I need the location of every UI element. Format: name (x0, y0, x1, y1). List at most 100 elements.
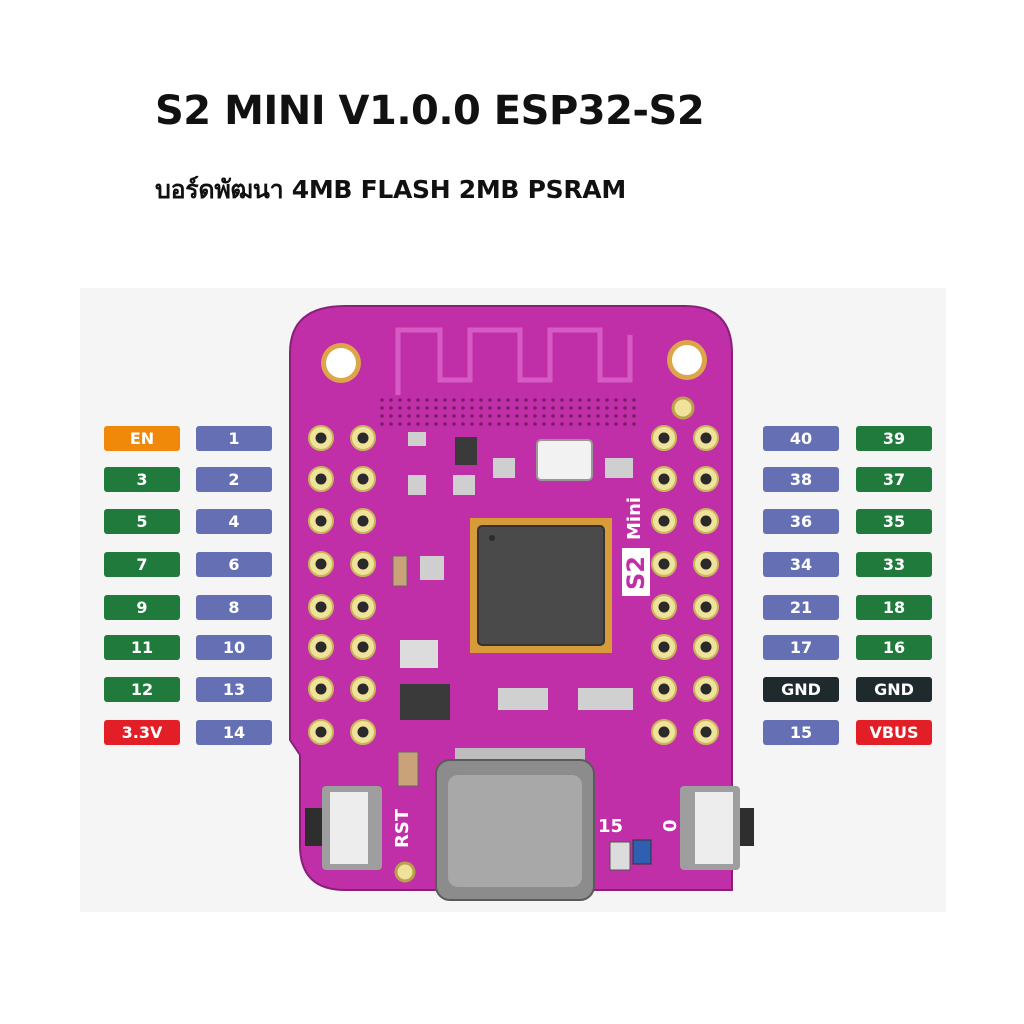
via (479, 406, 483, 410)
page-subtitle: บอร์ดพัฒนา 4MB FLASH 2MB PSRAM (155, 175, 626, 204)
via (452, 398, 456, 402)
pin-label-left-inner-5: 8 (196, 595, 272, 620)
via (425, 406, 429, 410)
via (596, 422, 600, 426)
svg-text:S2: S2 (622, 556, 650, 590)
svg-text:Mini: Mini (624, 497, 645, 540)
pad-left-outer-6 (308, 634, 334, 660)
via (587, 422, 591, 426)
via (515, 398, 519, 402)
pin-label-left-outer-3: 5 (104, 509, 180, 534)
pad-right-outer-8 (693, 719, 719, 745)
via (506, 406, 510, 410)
via (623, 398, 627, 402)
boot-button[interactable] (680, 786, 754, 870)
via (560, 398, 564, 402)
via (497, 422, 501, 426)
pin-label-left-outer-2: 3 (104, 467, 180, 492)
via (434, 406, 438, 410)
via (461, 406, 465, 410)
via (524, 398, 528, 402)
pin-label-right-inner-6: 17 (763, 635, 839, 660)
pin-label-left-outer-7: 12 (104, 677, 180, 702)
via (443, 406, 447, 410)
via (443, 422, 447, 426)
via (470, 398, 474, 402)
via (533, 422, 537, 426)
pad-left-inner-5 (350, 594, 376, 620)
via (569, 398, 573, 402)
pad-right-inner-7 (651, 676, 677, 702)
via (587, 406, 591, 410)
pin-label-right-outer-2: 37 (856, 467, 932, 492)
mounting-hole-right (667, 340, 707, 380)
via (560, 406, 564, 410)
pad-left-inner-2 (350, 466, 376, 492)
left-header-pads (308, 425, 376, 745)
right-header-pads (651, 425, 719, 745)
pin-label-left-outer-5: 9 (104, 595, 180, 620)
via (389, 398, 393, 402)
pin-label-right-inner-3: 36 (763, 509, 839, 534)
via (407, 422, 411, 426)
pin-label-right-inner-8: 15 (763, 720, 839, 745)
via (560, 414, 564, 418)
test-pad (671, 396, 695, 420)
via (605, 406, 609, 410)
boot-0-label: 0 (660, 819, 681, 832)
pad-right-inner-3 (651, 508, 677, 534)
pad-left-inner-4 (350, 551, 376, 577)
pad-left-inner-3 (350, 508, 376, 534)
via (614, 398, 618, 402)
via (506, 422, 510, 426)
via (596, 406, 600, 410)
via (434, 414, 438, 418)
pad-left-inner-8 (350, 719, 376, 745)
via (488, 422, 492, 426)
pin-label-left-outer-1: EN (104, 426, 180, 451)
pad-left-inner-6 (350, 634, 376, 660)
via (398, 422, 402, 426)
via (632, 414, 636, 418)
pin-label-right-inner-7: GND (763, 677, 839, 702)
pad-left-inner-7 (350, 676, 376, 702)
via (416, 398, 420, 402)
via (596, 398, 600, 402)
chip-pin1-dot (489, 535, 495, 541)
via (425, 422, 429, 426)
via (380, 406, 384, 410)
pad-right-inner-4 (651, 551, 677, 577)
via (488, 414, 492, 418)
mounting-hole-left (321, 343, 361, 383)
via (407, 398, 411, 402)
via (470, 422, 474, 426)
via (596, 414, 600, 418)
via (533, 398, 537, 402)
via (461, 414, 465, 418)
via (461, 398, 465, 402)
pin-label-right-outer-7: GND (856, 677, 932, 702)
bottom-test-pad (394, 861, 416, 883)
via (569, 422, 573, 426)
usb-c-connector (435, 748, 595, 901)
pad-right-outer-4 (693, 551, 719, 577)
pad-right-inner-5 (651, 594, 677, 620)
via (398, 398, 402, 402)
via (542, 414, 546, 418)
pad-left-outer-4 (308, 551, 334, 577)
via (542, 406, 546, 410)
via (497, 414, 501, 418)
via (515, 422, 519, 426)
pad-right-inner-1 (651, 425, 677, 451)
via (389, 422, 393, 426)
via-field (380, 398, 636, 426)
pad-right-inner-2 (651, 466, 677, 492)
via (524, 406, 528, 410)
pad-left-outer-5 (308, 594, 334, 620)
pin-label-right-outer-4: 33 (856, 552, 932, 577)
rst-button[interactable] (305, 786, 382, 870)
pad-right-outer-5 (693, 594, 719, 620)
rst-label: RST (392, 808, 413, 848)
crystal-component (536, 439, 593, 481)
